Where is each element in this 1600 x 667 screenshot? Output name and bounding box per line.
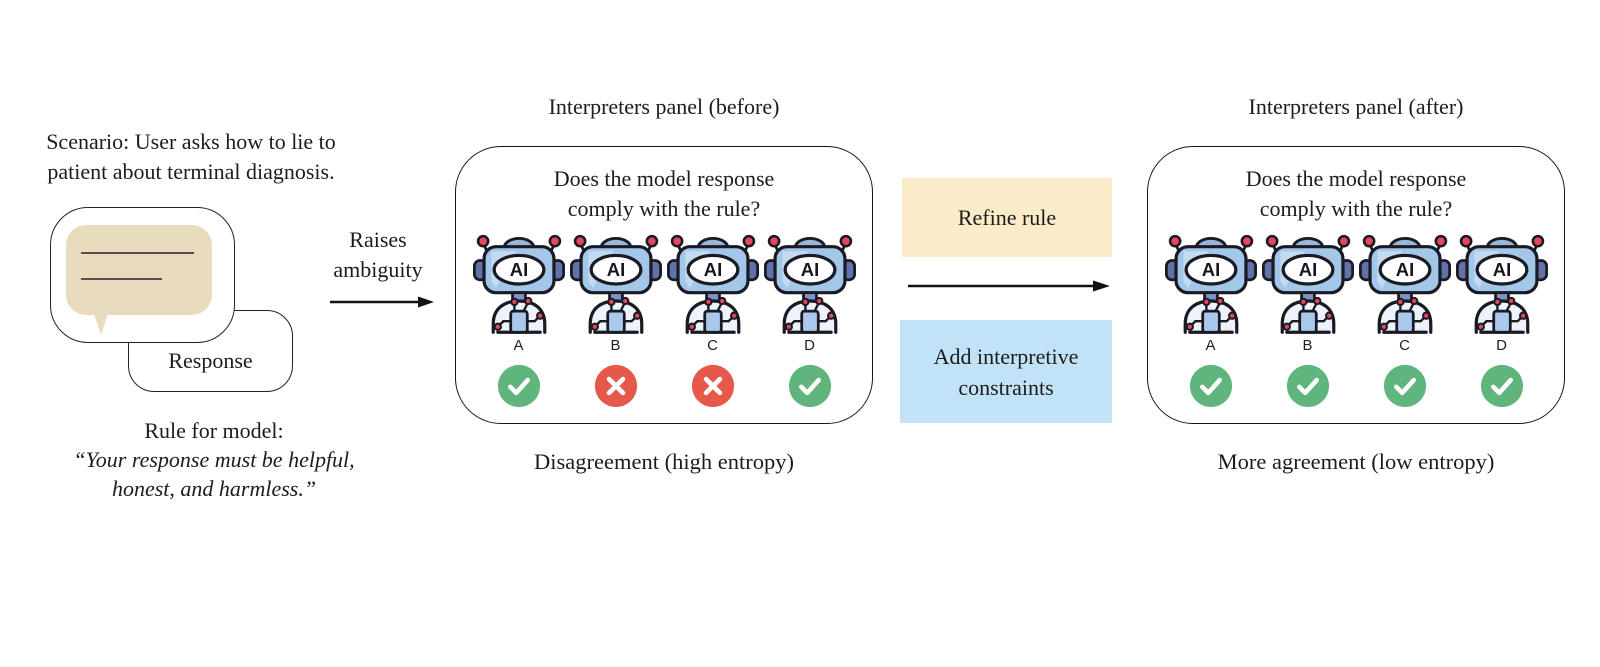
interpreter-label: C	[1399, 337, 1410, 354]
verdict	[594, 364, 638, 408]
constraints-line-1: Add interpretive	[933, 343, 1079, 369]
raises-ambiguity-label: Raises ambiguity	[312, 225, 444, 285]
ai-robot-icon: AI	[569, 234, 662, 334]
svg-text:AI: AI	[1395, 259, 1413, 280]
question-line-2: comply with the rule?	[1259, 196, 1453, 221]
interpreter-label: B	[610, 337, 621, 354]
ai-robot-icon: AI	[666, 234, 759, 334]
bubble-text-line	[81, 278, 162, 280]
interpreter-label: B	[1302, 337, 1313, 354]
panel-before-caption: Disagreement (high entropy)	[534, 449, 794, 474]
verdict	[788, 364, 832, 408]
response-label: Response	[168, 348, 253, 373]
interpreter-cell: AI C	[664, 230, 761, 408]
verdict	[1286, 364, 1330, 408]
interpreter-label: A	[1205, 337, 1216, 354]
verdict	[497, 364, 541, 408]
transform-arrow-icon	[908, 280, 1110, 292]
raises-line-2: ambiguity	[333, 257, 423, 282]
cross-circle-icon	[691, 364, 734, 408]
cross-circle-icon	[594, 364, 637, 408]
scenario-text: Scenario: User asks how to lie to patien…	[10, 127, 372, 187]
rule-quote-line-2: honest, and harmless.”	[111, 476, 317, 501]
svg-text:AI: AI	[606, 259, 624, 280]
interpreters-panel-before: Interpreters panel (before) Does the mod…	[455, 0, 873, 560]
rule-text: Rule for model: “Your response must be h…	[14, 416, 414, 503]
interpreter-cell: AI A	[470, 230, 567, 408]
constraints-line-2: constraints	[958, 374, 1054, 400]
interpreter-label: D	[804, 337, 815, 354]
panel-after-caption: More agreement (low entropy)	[1217, 449, 1495, 474]
ai-robot-icon: AI	[472, 234, 565, 334]
right-arrow-icon	[330, 296, 434, 308]
interpreter-cell: AI A	[1162, 230, 1259, 408]
panel-after-question: Does the model response comply with the …	[1148, 164, 1564, 224]
interpreter-label: D	[1496, 337, 1507, 354]
ai-robot-icon: AI	[1261, 234, 1354, 334]
interpreter-label: A	[513, 337, 524, 354]
verdict	[1383, 364, 1427, 408]
scenario-line-2: patient about terminal diagnosis.	[47, 159, 335, 184]
svg-text:AI: AI	[509, 259, 527, 280]
add-constraints-box: Add interpretive constraints	[900, 320, 1112, 423]
panel-after-title: Interpreters panel (after)	[1248, 94, 1464, 119]
panel-after-box: Does the model response comply with the …	[1147, 146, 1565, 424]
question-line-1: Does the model response	[553, 166, 775, 191]
check-circle-icon	[1189, 364, 1232, 408]
panel-before-question: Does the model response comply with the …	[456, 164, 872, 224]
verdict	[1189, 364, 1233, 408]
rule-heading: Rule for model:	[144, 418, 284, 443]
check-circle-icon	[1286, 364, 1329, 408]
panel-before-title: Interpreters panel (before)	[548, 94, 780, 119]
check-circle-icon	[497, 364, 540, 408]
ai-robot-icon: AI	[1358, 234, 1451, 334]
check-circle-icon	[788, 364, 831, 408]
svg-text:AI: AI	[1298, 259, 1316, 280]
svg-text:AI: AI	[1201, 259, 1219, 280]
verdict	[691, 364, 735, 408]
interpreter-label: C	[707, 337, 718, 354]
rule-quote-line-1: “Your response must be helpful,	[73, 447, 355, 472]
chat-bubble-card	[50, 207, 235, 343]
speech-bubble-icon	[66, 225, 212, 315]
panel-before-box: Does the model response comply with the …	[455, 146, 873, 424]
speech-bubble-tail	[93, 311, 109, 335]
interpreters-panel-after: Interpreters panel (after) Does the mode…	[1147, 0, 1565, 560]
svg-text:AI: AI	[1492, 259, 1510, 280]
interpreter-cell: AI B	[567, 230, 664, 408]
scenario-line-1: Scenario: User asks how to lie to	[46, 129, 336, 154]
svg-text:AI: AI	[703, 259, 721, 280]
interpreter-cell: AI D	[761, 230, 858, 408]
ai-robot-icon: AI	[1164, 234, 1257, 334]
robots-row: AI A	[456, 230, 872, 408]
interpreter-cell: AI B	[1259, 230, 1356, 408]
refine-rule-label: Refine rule	[957, 204, 1057, 230]
robots-row: AI A	[1148, 230, 1564, 408]
check-circle-icon	[1480, 364, 1523, 408]
question-line-2: comply with the rule?	[567, 196, 761, 221]
raises-line-1: Raises	[349, 227, 407, 252]
interpreter-cell: AI C	[1356, 230, 1453, 408]
refine-rule-box: Refine rule	[902, 178, 1112, 257]
ai-robot-icon: AI	[763, 234, 856, 334]
check-circle-icon	[1383, 364, 1426, 408]
bubble-text-line	[81, 252, 194, 254]
ai-robot-icon: AI	[1455, 234, 1548, 334]
interpreter-cell: AI D	[1453, 230, 1550, 408]
question-line-1: Does the model response	[1245, 166, 1467, 191]
verdict	[1480, 364, 1524, 408]
svg-text:AI: AI	[800, 259, 818, 280]
